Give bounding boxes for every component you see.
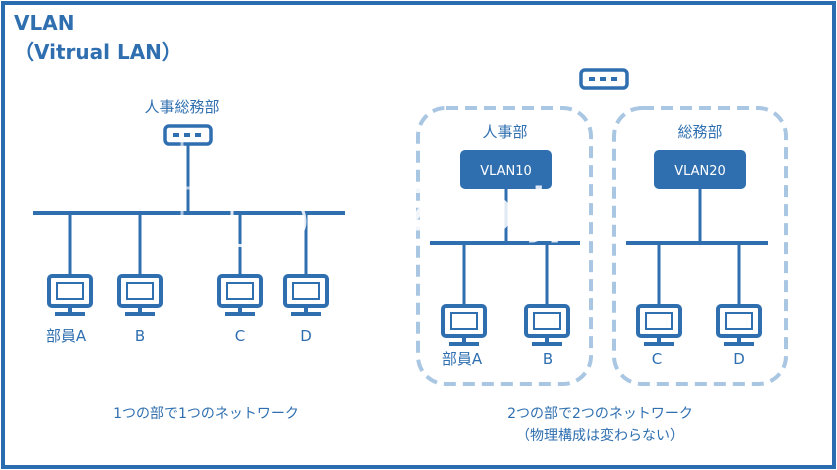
- vlan10-pc-label-2: B: [543, 350, 553, 368]
- vlan20-group-name: 総務部: [677, 123, 722, 141]
- left-pc-icon-1: [47, 274, 93, 316]
- left-pc-label-1: 部員A: [46, 327, 87, 345]
- vlan20-group-box: [612, 106, 788, 386]
- left-pc-icon-4: [283, 274, 329, 316]
- vlan10-group-name: 人事部: [482, 123, 527, 141]
- title-line1: VLAN: [14, 11, 74, 35]
- left-router-icon: [163, 124, 213, 146]
- vlan10-group-box: [416, 106, 593, 386]
- right-router-icon: [579, 68, 629, 90]
- vlan10-switch-label: VLAN10: [480, 164, 532, 179]
- left-router-label: 人事総務部: [144, 98, 219, 116]
- watermark-logo: [180, 127, 307, 248]
- vlan20-switch-label: VLAN20: [674, 164, 726, 179]
- vlan20-pc-icon-2: [716, 304, 762, 346]
- vlan10-pc-icon-2: [524, 304, 570, 346]
- left-pc-label-3: C: [235, 327, 245, 345]
- vlan10-pc-icon-1: [441, 304, 487, 346]
- vlan20-pc-label-1: C: [652, 350, 662, 368]
- right-caption-line1: 2つの部で2つのネットワーク: [507, 406, 693, 422]
- right-caption-line2: （物理構成は変わらない）: [516, 427, 684, 444]
- watermark-text: ITZoo.jp: [350, 176, 584, 244]
- left-pc-icon-2: [117, 274, 163, 316]
- vlan20-pc-label-2: D: [733, 350, 745, 368]
- left-pc-label-4: D: [300, 327, 312, 345]
- left-caption: 1つの部で1つのネットワーク: [113, 406, 299, 422]
- title-line2: （Vitrual LAN）: [14, 40, 182, 64]
- left-pc-icon-3: [217, 274, 263, 316]
- left-pc-label-2: B: [135, 327, 145, 345]
- vlan20-pc-icon-1: [636, 304, 682, 346]
- vlan10-pc-label-1: 部員A: [442, 350, 483, 368]
- vlan10-switch: [460, 150, 552, 189]
- vlan20-switch: [654, 150, 746, 189]
